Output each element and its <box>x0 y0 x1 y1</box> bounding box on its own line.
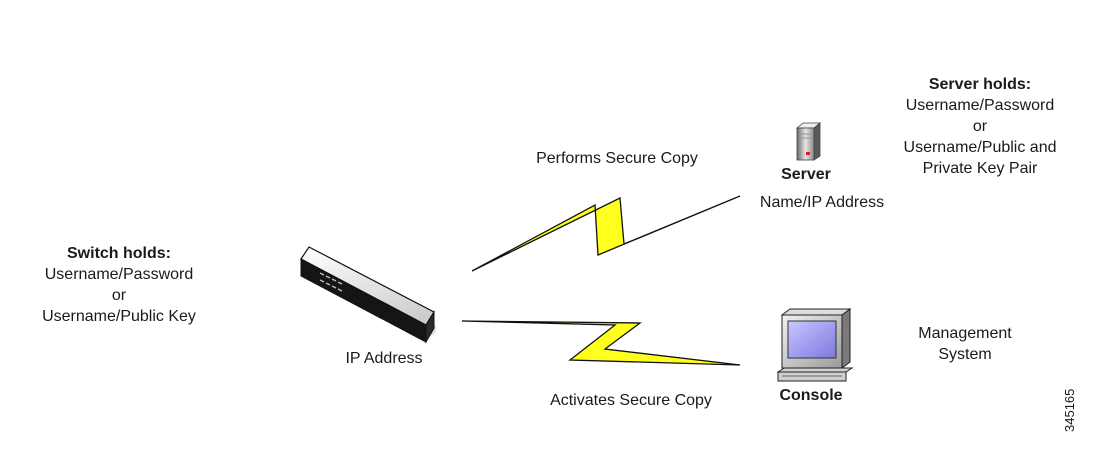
console-title: Console <box>779 387 843 404</box>
switch-credentials-line: or <box>111 287 127 304</box>
console-icon <box>776 308 854 382</box>
server-icon <box>795 122 822 161</box>
server-credentials-title: Server holds: <box>928 76 1032 93</box>
management-system-label: Management System <box>900 323 1030 365</box>
server-credentials-block: Server holds: Username/Password or Usern… <box>886 74 1074 179</box>
performs-link-bolt <box>471 195 741 272</box>
server-credentials-line: or <box>972 118 988 135</box>
switch-credentials-title: Switch holds: <box>67 245 171 262</box>
server-credentials-line: Private Key Pair <box>922 160 1038 177</box>
management-line: System <box>938 346 992 363</box>
switch-credentials-line: Username/Public Key <box>42 308 196 325</box>
server-title: Server <box>781 166 831 183</box>
activates-link-label: Activates Secure Copy <box>550 392 712 409</box>
figure-id: 345165 <box>1062 388 1077 432</box>
activates-link-bolt <box>461 320 741 366</box>
server-address-label: Name/IP Address <box>759 194 885 211</box>
performs-link-label: Performs Secure Copy <box>536 150 698 167</box>
switch-credentials-block: Switch holds: Username/Password or Usern… <box>24 243 214 327</box>
management-line: Management <box>918 325 1012 342</box>
switch-icon <box>300 246 436 344</box>
server-credentials-line: Username/Password <box>905 97 1055 114</box>
server-credentials-line: Username/Public and <box>903 139 1057 156</box>
switch-ip-label: IP Address <box>345 350 423 367</box>
switch-credentials-line: Username/Password <box>44 266 194 283</box>
